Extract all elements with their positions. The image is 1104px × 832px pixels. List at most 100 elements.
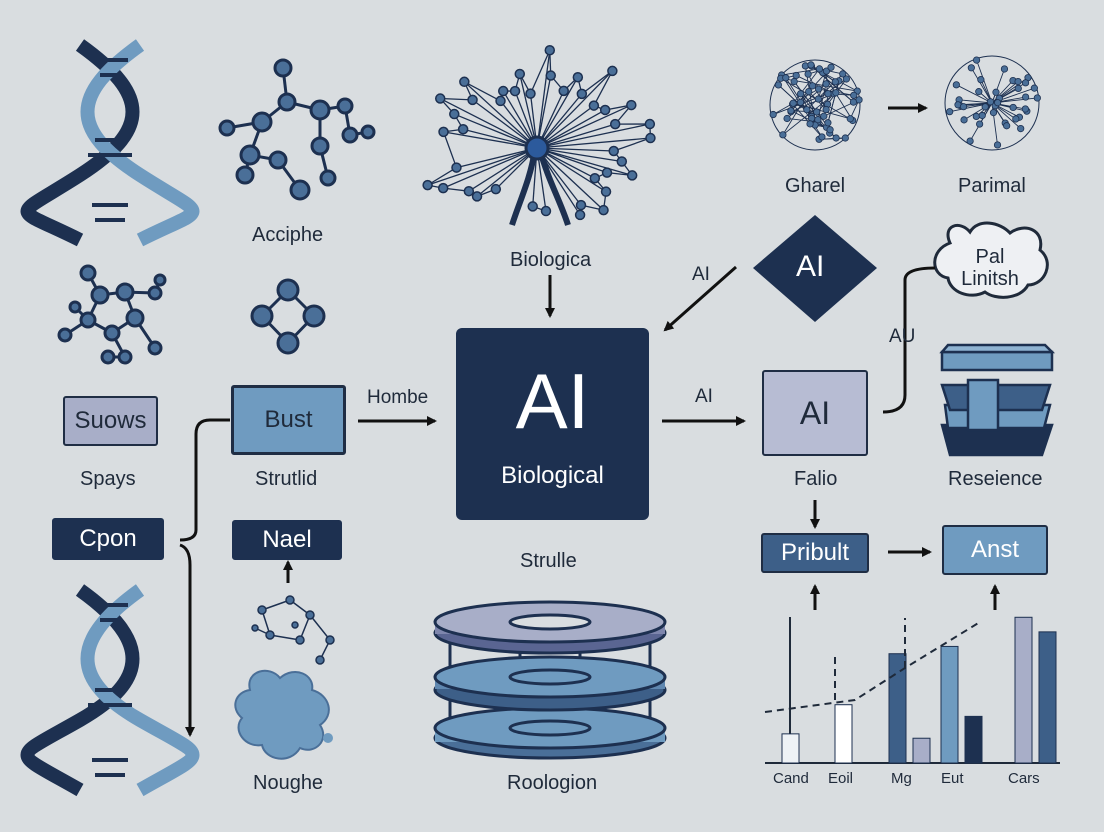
- neuron-node: [490, 183, 502, 195]
- sphere-node: [832, 134, 840, 142]
- sphere-node: [769, 110, 777, 119]
- sphere-node: [782, 74, 790, 82]
- sphere-node: [1021, 79, 1030, 87]
- ai-diamond-label: AI: [796, 250, 825, 283]
- neuron-network-icon: [422, 44, 656, 226]
- chart-bar: [1038, 631, 1057, 764]
- sphere-node: [1033, 94, 1041, 102]
- neuron-node: [626, 99, 637, 111]
- sphere-node: [959, 103, 968, 111]
- neuron-node: [601, 167, 613, 178]
- neuron-node: [434, 93, 446, 104]
- node-bust: Bust: [231, 385, 346, 455]
- node-ai-right: AI: [762, 370, 868, 456]
- neuron-node: [514, 68, 526, 80]
- neuron-node: [527, 201, 538, 212]
- sphere-node: [805, 88, 813, 96]
- neuron-node: [437, 182, 449, 194]
- neuron-node: [644, 118, 656, 130]
- dna-helix-top-icon: [20, 39, 200, 247]
- chart-tick-label: Mg: [891, 770, 912, 787]
- stacked-layers-right-icon: [939, 343, 1056, 457]
- chart-bar: [1014, 616, 1033, 764]
- sphere-node: [1017, 125, 1025, 133]
- sphere-node: [792, 71, 800, 80]
- dna-helix-bottom-icon: [20, 584, 200, 797]
- neuron-node: [495, 95, 506, 107]
- neuron-node: [459, 76, 470, 88]
- neuron-node: [645, 132, 656, 144]
- sphere-node: [813, 108, 821, 116]
- sphere-node: [789, 99, 797, 107]
- molecule-diamond-icon: [250, 278, 326, 355]
- chart-bar: [888, 653, 907, 764]
- center-ai-subtitle: Biological: [501, 462, 604, 489]
- sphere-node: [842, 75, 850, 83]
- edge-label-ai-diag: AI: [692, 264, 710, 285]
- node-cpon: Cpon: [52, 518, 164, 560]
- sphere-node: [814, 95, 822, 103]
- neuron-node: [471, 191, 483, 202]
- label-gharel: Gharel: [785, 175, 846, 197]
- neuron-node: [574, 209, 586, 221]
- sphere-node: [1021, 105, 1029, 113]
- sphere-node: [774, 81, 782, 89]
- label-falio: Falio: [794, 468, 838, 490]
- chart-tick-label: Eut: [941, 770, 964, 787]
- neuron-node: [572, 71, 584, 83]
- molecule-left-icon: [57, 264, 167, 365]
- sphere-node: [972, 112, 980, 121]
- sphere-node: [779, 131, 787, 139]
- neuron-node: [588, 100, 600, 111]
- neuron-node: [558, 85, 569, 97]
- sphere-node: [992, 88, 1000, 96]
- chart-bar: [964, 715, 983, 764]
- sphere-node: [952, 81, 960, 89]
- chart-bar: [781, 733, 800, 764]
- neuron-node: [422, 179, 433, 191]
- neuron-node: [463, 185, 475, 197]
- label-reseience: Reseience: [948, 468, 1043, 490]
- sphere-node: [803, 106, 811, 114]
- sphere-node: [807, 61, 815, 69]
- pal-linitsh-label: Pal Linitsh: [961, 246, 1019, 290]
- sphere-node: [832, 89, 840, 97]
- neuron-node: [457, 123, 469, 135]
- neuron-node: [540, 205, 552, 217]
- neuron-node: [599, 104, 611, 116]
- protein-blob-icon: [234, 669, 330, 760]
- sphere-node: [978, 111, 986, 120]
- sphere-node: [839, 70, 847, 78]
- label-strulle: Strulle: [520, 550, 577, 572]
- molecule-acciphe-icon: [218, 58, 376, 201]
- diagram-connectors: [179, 103, 1000, 737]
- sphere-node: [1003, 122, 1011, 130]
- neuron-node: [607, 65, 618, 77]
- sphere-node: [1000, 65, 1009, 73]
- network-sphere-parimal-icon: [944, 55, 1041, 151]
- sphere-node: [966, 137, 974, 145]
- center-ai-box: AI Biological: [456, 328, 649, 520]
- sphere-node: [986, 98, 995, 106]
- sphere-node: [994, 99, 1002, 107]
- sphere-node: [797, 90, 805, 98]
- sphere-node: [790, 77, 798, 86]
- chart-bar: [940, 645, 959, 764]
- neuron-node: [616, 156, 628, 167]
- neuron-node: [509, 85, 521, 97]
- sphere-node: [783, 114, 791, 123]
- neuron-node: [497, 85, 509, 97]
- sphere-node: [975, 88, 983, 96]
- sphere-node: [846, 115, 854, 123]
- label-noughe: Noughe: [253, 772, 324, 794]
- sphere-node: [804, 70, 812, 78]
- sphere-node: [841, 134, 849, 142]
- edge-label-ai-right: AI: [695, 386, 713, 407]
- chart-tick-label: Cand: [773, 770, 809, 787]
- neuron-node: [626, 170, 638, 181]
- sphere-node: [849, 98, 858, 106]
- chart-tick-label: Eoil: [828, 770, 854, 787]
- label-spays: Spays: [80, 468, 136, 490]
- sphere-node: [824, 119, 832, 127]
